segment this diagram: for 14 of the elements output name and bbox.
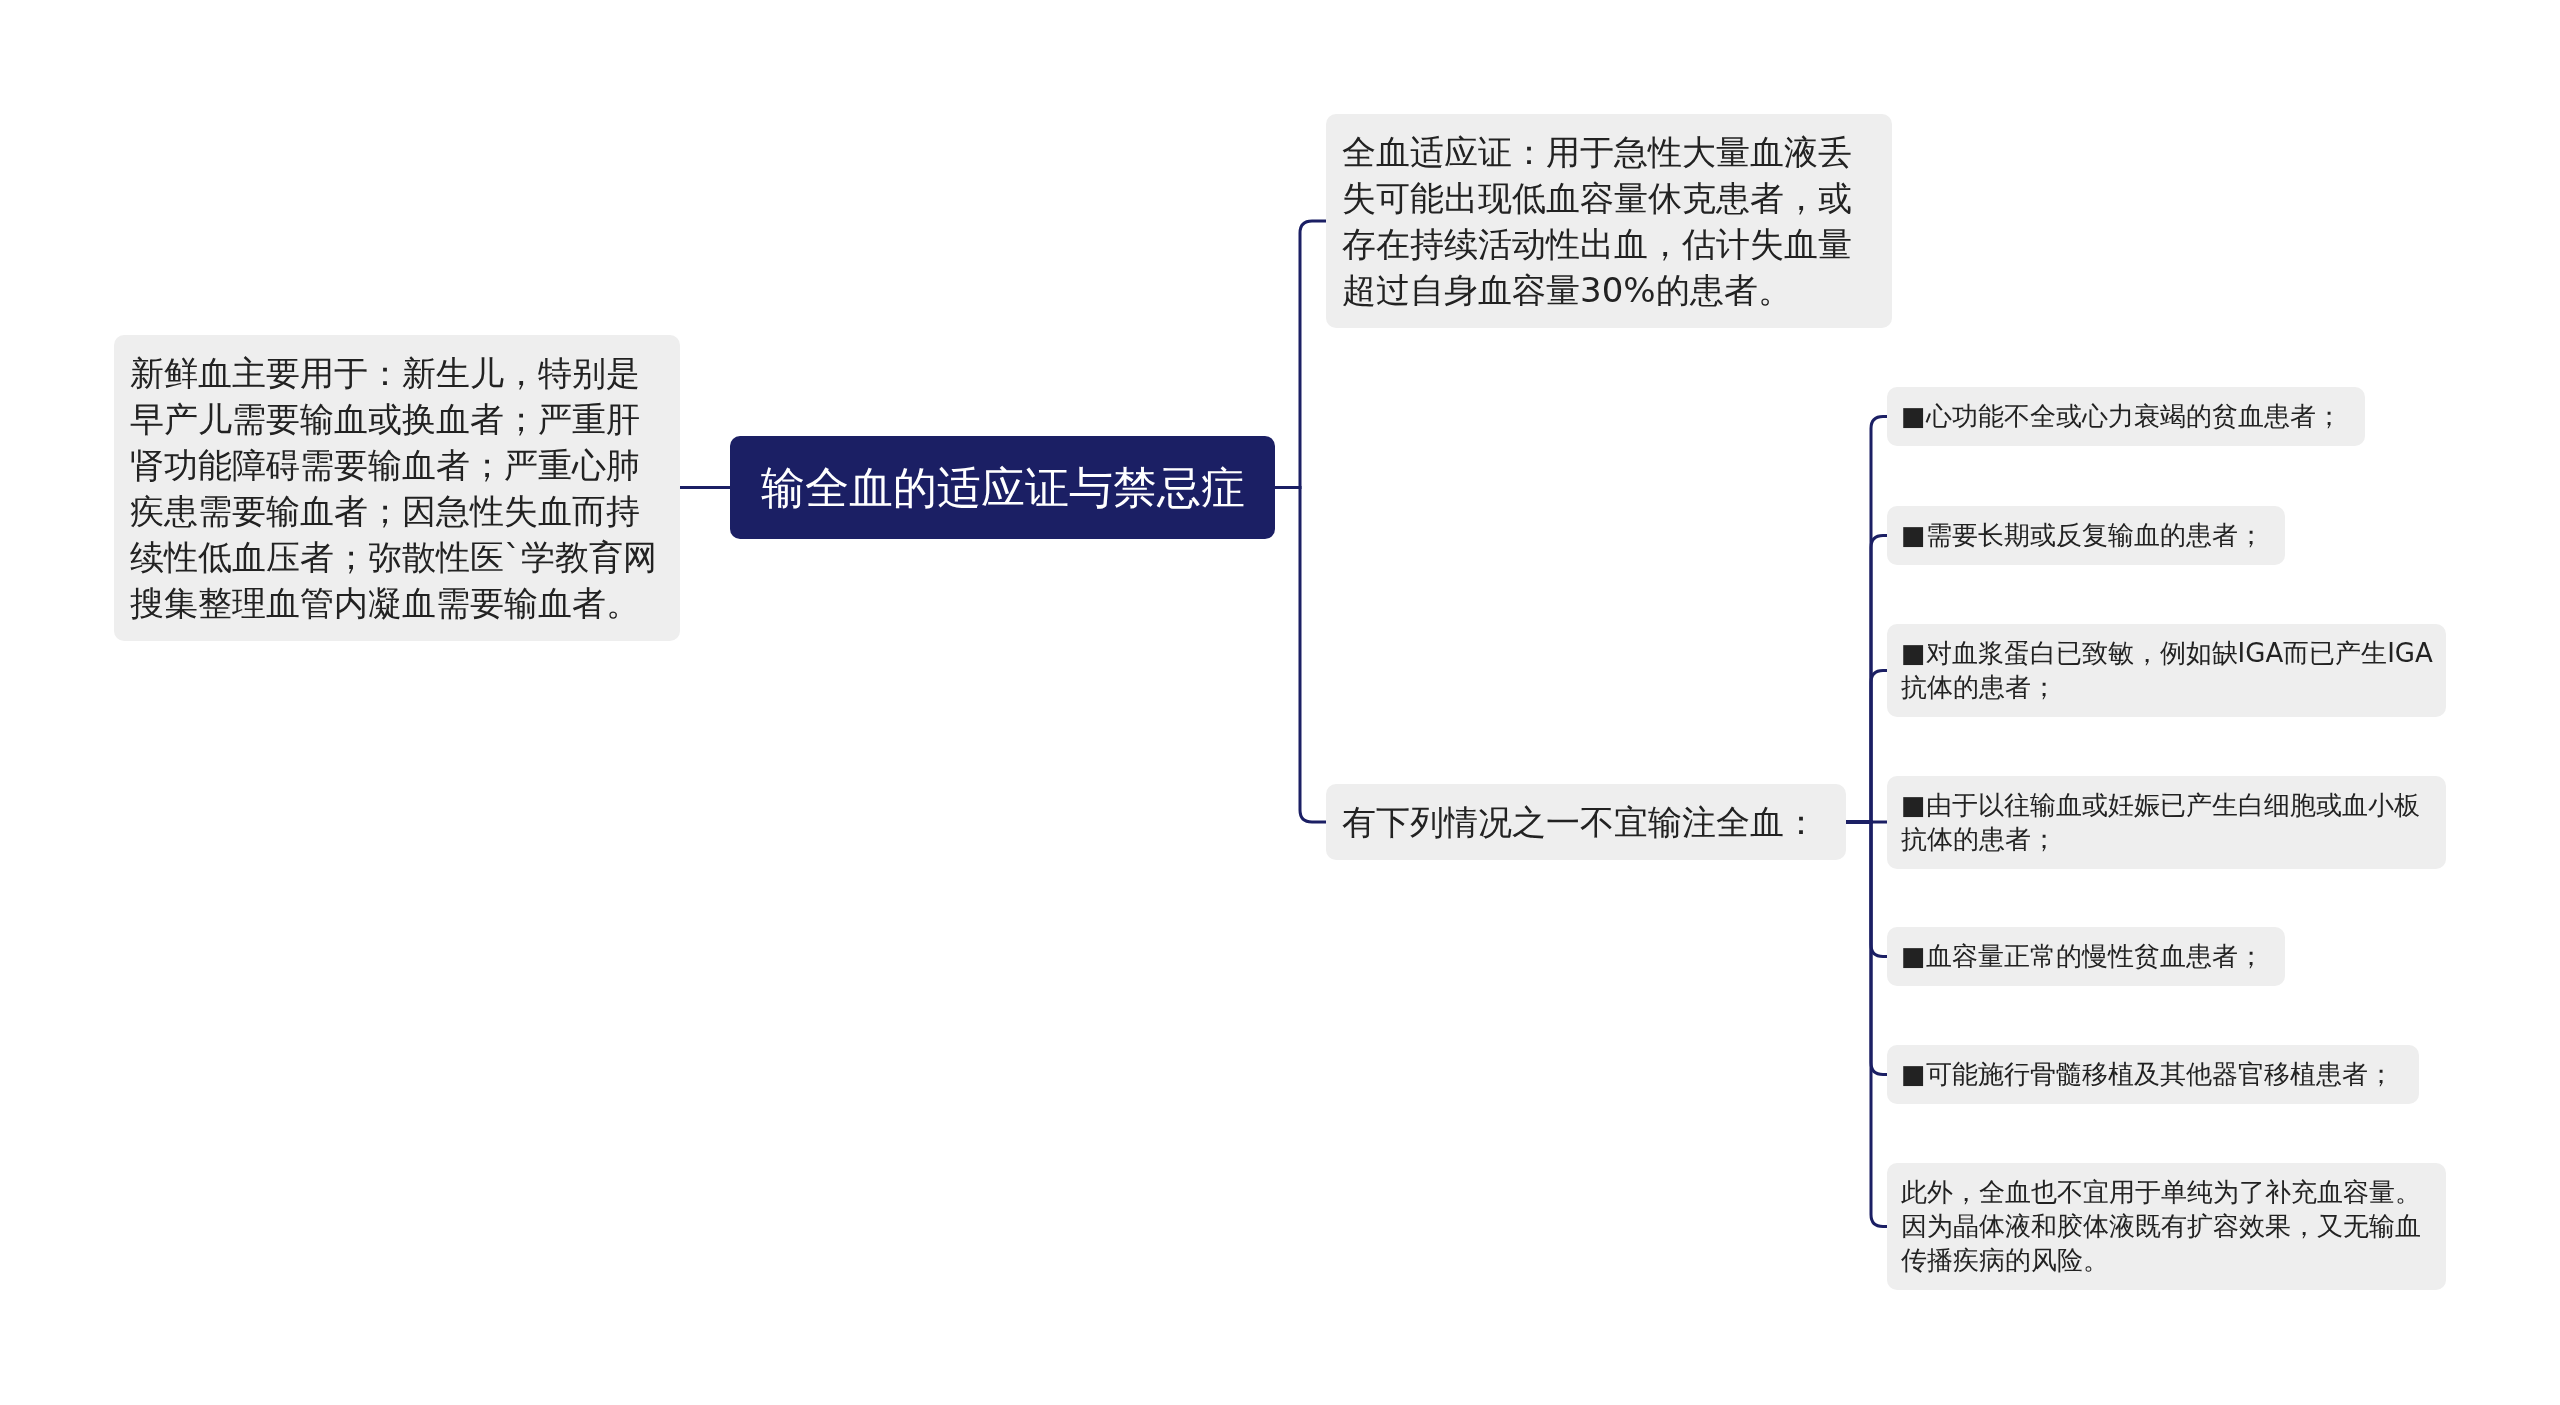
subtopic-box: ■心功能不全或心力衰竭的贫血患者； bbox=[1887, 387, 2365, 446]
subtopic-box: ■需要长期或反复输血的患者； bbox=[1887, 506, 2285, 565]
central-topic-box: 输全血的适应证与禁忌症 bbox=[730, 436, 1275, 539]
connector-line bbox=[680, 486, 730, 489]
connector-line bbox=[1846, 820, 1887, 1228]
subtopic-box: ■对血浆蛋白已致敏，例如缺IGA而已产生IGA抗体的患者； bbox=[1887, 624, 2446, 717]
subtopic-box: 此外，全血也不宜用于单纯为了补充血容量。因为晶体液和胶体液既有扩容效果，又无输血传播疾病的风险。 bbox=[1887, 1163, 2446, 1290]
connector-line bbox=[1275, 486, 1326, 824]
subtopic-box: ■由于以往输血或妊娠已产生白细胞或血小板抗体的患者； bbox=[1887, 776, 2446, 869]
topic-box: 新鲜血主要用于：新生儿，特别是早产儿需要输血或换血者；严重肝肾功能障碍需要输血者；严重心肺疾患需要输血者；因急性失血而持续性低血压者；弥散性医`学教育网搜集整理血管内凝血需要输血者。 bbox=[114, 335, 680, 641]
subtopic-box: ■可能施行骨髓移植及其他器官移植患者； bbox=[1887, 1045, 2419, 1104]
topic-box: 全血适应证：用于急性大量血液丢失可能出现低血容量休克患者，或存在持续活动性出血，估计失血量超过自身血容量30%的患者。 bbox=[1326, 114, 1892, 328]
topic-box: 有下列情况之一不宜输注全血： bbox=[1326, 784, 1846, 860]
subtopic-box: ■血容量正常的慢性贫血患者； bbox=[1887, 927, 2285, 986]
